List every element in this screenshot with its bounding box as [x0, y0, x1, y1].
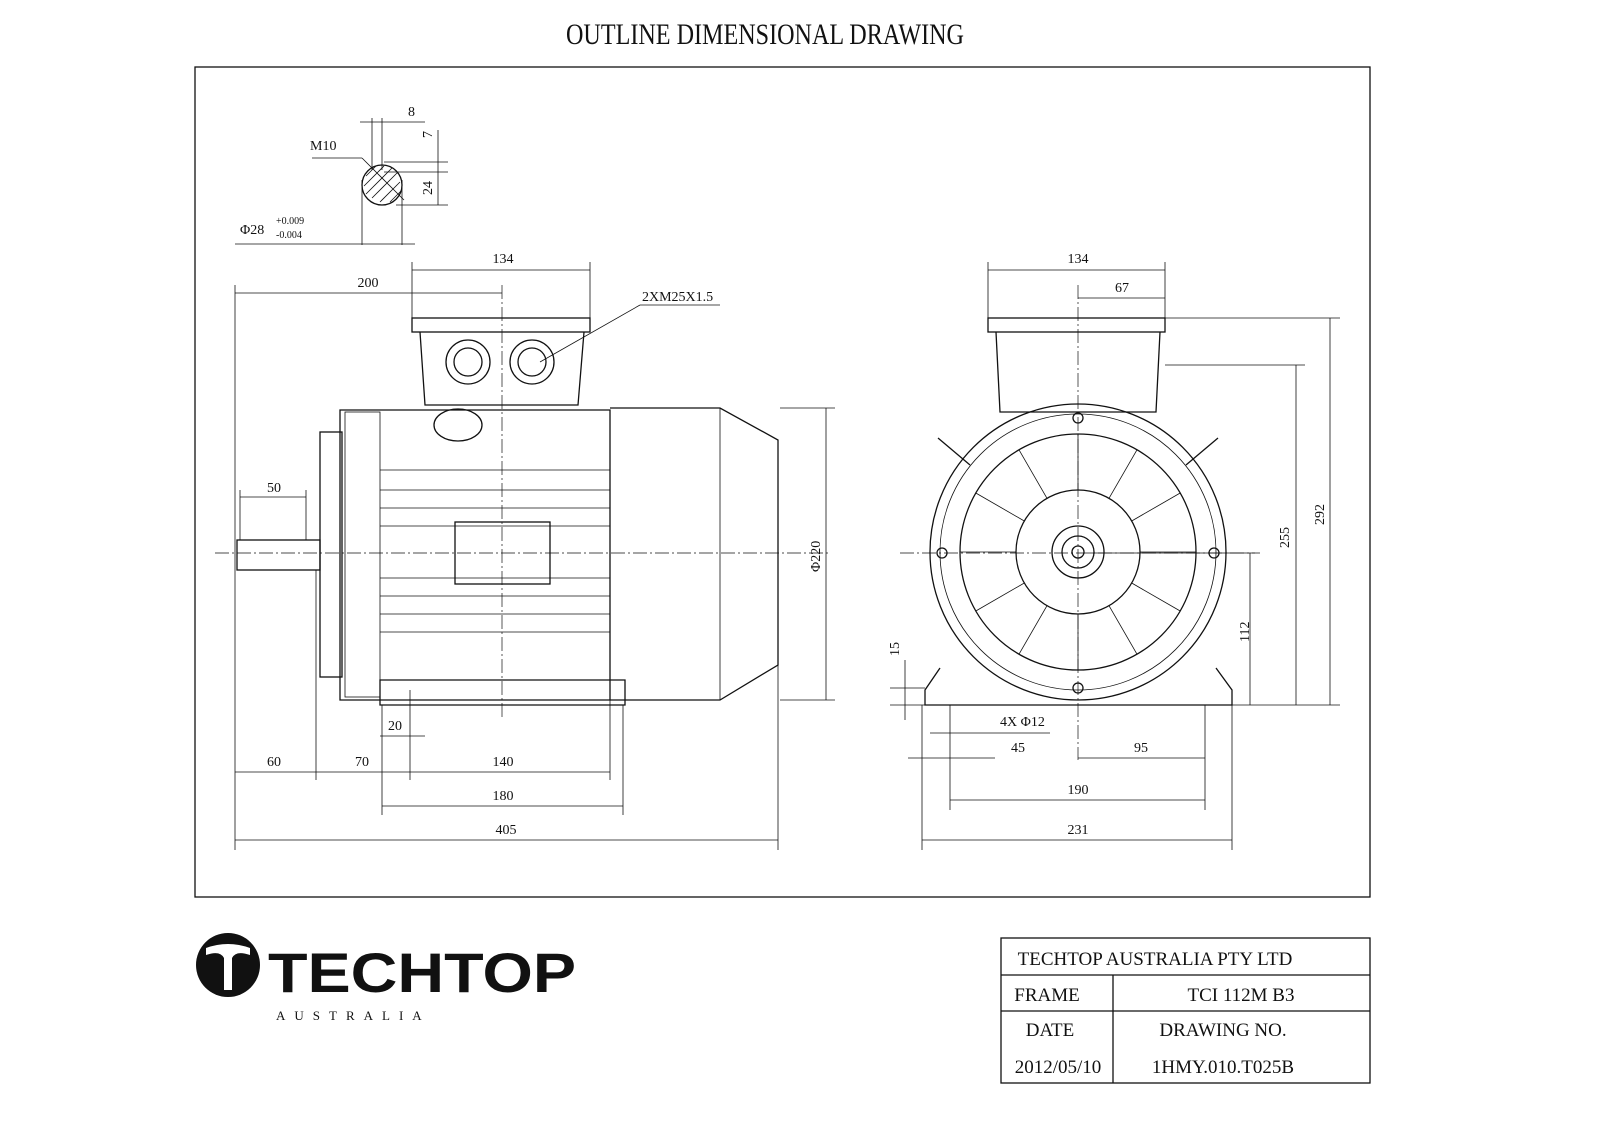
key-width-label: 8	[408, 105, 415, 120]
side-view-dimensions: 134 200 2XM25X1.5 50 Φ220 20 60 70 140 1…	[234, 252, 835, 850]
height-24-label: 24	[421, 181, 436, 195]
fan-cover-spoke	[1131, 492, 1181, 522]
foot-length-label: 180	[493, 789, 514, 804]
tolerance-lower: -0.004	[276, 230, 302, 241]
foot-thickness-label: 15	[888, 642, 903, 656]
flange-diameter-label: Φ220	[809, 541, 824, 572]
foot-hole-label: 20	[388, 719, 402, 734]
foot-holes-label: 4X Φ12	[1000, 715, 1045, 730]
shaft-section-detail: M10 8 7 24 Φ28 +0.009 -0.004	[235, 105, 448, 245]
box-height-label: 255	[1278, 527, 1293, 548]
front-hole-spacing-label: 190	[1068, 783, 1089, 798]
fan-cover-spoke	[1108, 605, 1138, 655]
front-view-dimensions: 134 67 292 255 112 15 4X Φ12 45 95 190 2…	[888, 252, 1340, 850]
terminal-box-offset-label: 200	[358, 276, 379, 291]
shaft-diameter-label: Φ28	[240, 223, 264, 238]
cable-gland-label: 2XM25X1.5	[642, 290, 713, 305]
drawing-frame	[194, 66, 1371, 898]
drawing-no-label: DRAWING NO.	[1159, 1020, 1286, 1041]
company-name: TECHTOP AUSTRALIA PTY LTD	[1018, 949, 1293, 970]
overall-height-label: 292	[1313, 504, 1328, 525]
fan-cover-spoke	[975, 492, 1025, 522]
drawing-title: OUTLINE DIMENSIONAL DRAWING	[566, 18, 964, 51]
frame-label: FRAME	[1014, 985, 1079, 1006]
front-view	[900, 285, 1260, 760]
logo-sub: AUSTRALIA	[276, 1008, 431, 1023]
shaft-height-label: 112	[1238, 622, 1253, 642]
overall-width-label: 231	[1068, 823, 1089, 838]
title-block: TECHTOP AUSTRALIA PTY LTD FRAME TCI 112M…	[1000, 937, 1371, 1084]
overall-length-label: 405	[496, 823, 517, 838]
tolerance-upper: +0.009	[276, 216, 304, 227]
side-view	[215, 285, 830, 720]
shoulder-hole-label: 70	[355, 755, 369, 770]
fan-cover-spoke	[975, 582, 1025, 612]
half-hole-spacing-label: 95	[1134, 741, 1148, 756]
date-value: 2012/05/10	[1015, 1057, 1102, 1078]
techtop-logo: TECHTOP AUSTRALIA	[196, 933, 576, 1023]
terminal-box-width-label: 134	[493, 252, 514, 267]
key-depth-label: 7	[421, 131, 436, 138]
shaft-shoulder-label: 60	[267, 755, 281, 770]
front-box-width-label: 134	[1068, 252, 1089, 267]
fan-cover-spoke	[1018, 605, 1048, 655]
drawing-no-value: 1HMY.010.T025B	[1152, 1057, 1294, 1078]
frame-value: TCI 112M B3	[1188, 985, 1295, 1006]
fan-cover-spoke	[1018, 449, 1048, 499]
logo-brand: TECHTOP	[268, 941, 576, 1004]
foot-edge-label: 45	[1011, 741, 1025, 756]
fan-cover-spoke	[1108, 449, 1138, 499]
shaft-length-label: 50	[267, 481, 281, 496]
front-box-half-label: 67	[1115, 281, 1129, 296]
thread-label: M10	[310, 139, 336, 154]
hole-spacing-label: 140	[493, 755, 514, 770]
date-label: DATE	[1026, 1020, 1075, 1041]
fan-cover-spoke	[1131, 582, 1181, 612]
